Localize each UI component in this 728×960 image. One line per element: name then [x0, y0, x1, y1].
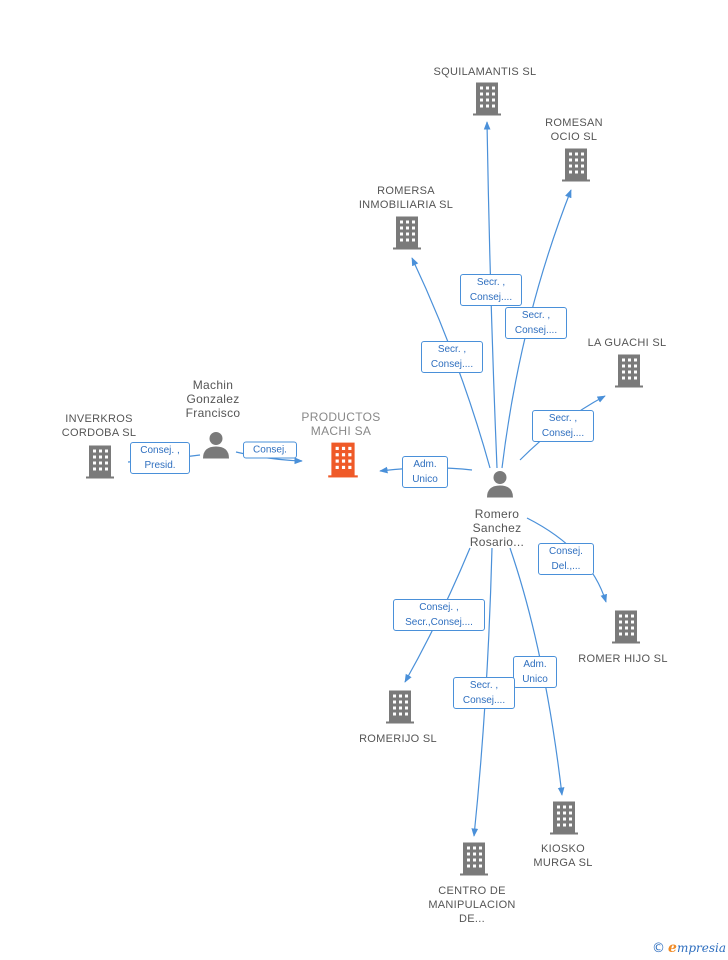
- node-label-romesanocio: ROMESAN OCIO SL: [545, 117, 603, 143]
- building-icon[interactable]: [611, 609, 641, 650]
- brand-name: mpresia: [676, 941, 726, 955]
- building-icon[interactable]: [561, 147, 591, 188]
- edge-label-kiosko[interactable]: Adm. Unico: [513, 656, 557, 688]
- building-icon[interactable]: [472, 81, 502, 122]
- edge-label-laguachi[interactable]: Secr. , Consej....: [532, 410, 594, 442]
- copyright-icon: ©: [652, 941, 666, 956]
- edge-label-inverkros[interactable]: Consej. , Presid.: [130, 442, 190, 474]
- building-icon[interactable]: [392, 215, 422, 256]
- node-label-squilamantis: SQUILAMANTIS SL: [433, 66, 537, 78]
- brand-footer: ©empresia: [652, 940, 726, 956]
- edge-label-romersa[interactable]: Secr. , Consej....: [421, 341, 483, 373]
- main-company-icon[interactable]: [327, 441, 359, 484]
- edge-label-productos-machin[interactable]: Consej.: [243, 441, 297, 459]
- edge-label-centro[interactable]: Secr. , Consej....: [453, 677, 515, 709]
- node-label-inverkros: INVERKROS CORDOBA SL: [61, 413, 137, 439]
- building-icon[interactable]: [459, 841, 489, 882]
- person-icon[interactable]: [485, 469, 515, 504]
- node-label-kiosko: KIOSKO MURGA SL: [533, 843, 593, 869]
- building-icon[interactable]: [549, 800, 579, 841]
- building-icon[interactable]: [614, 353, 644, 394]
- brand-initial: e: [668, 940, 677, 956]
- building-icon[interactable]: [85, 444, 115, 485]
- edge-label-romerijo[interactable]: Consej. , Secr.,Consej....: [393, 599, 485, 631]
- edge-label-productos-romero[interactable]: Adm. Unico: [402, 456, 448, 488]
- edge-label-squilamantis[interactable]: Secr. , Consej....: [460, 274, 522, 306]
- node-label-laguachi: LA GUACHI SL: [587, 337, 667, 349]
- edge-label-romerhijo[interactable]: Consej. Del.,...: [538, 543, 594, 575]
- node-label-romero: Romero Sanchez Rosario...: [469, 507, 525, 549]
- edge-label-romesanocio[interactable]: Secr. , Consej....: [505, 307, 567, 339]
- node-label-productos: PRODUCTOS MACHI SA: [301, 410, 381, 438]
- node-label-romersa: ROMERSA INMOBILIARIA SL: [358, 185, 454, 211]
- node-label-centro: CENTRO DE MANIPULACION DE...: [428, 885, 516, 925]
- node-label-romerhijo: ROMER HIJO SL: [578, 653, 668, 665]
- node-label-romerijo: ROMERIJO SL: [359, 733, 437, 745]
- person-icon[interactable]: [201, 430, 231, 465]
- node-label-machin: Machin Gonzalez Francisco: [185, 378, 241, 420]
- building-icon[interactable]: [385, 689, 415, 730]
